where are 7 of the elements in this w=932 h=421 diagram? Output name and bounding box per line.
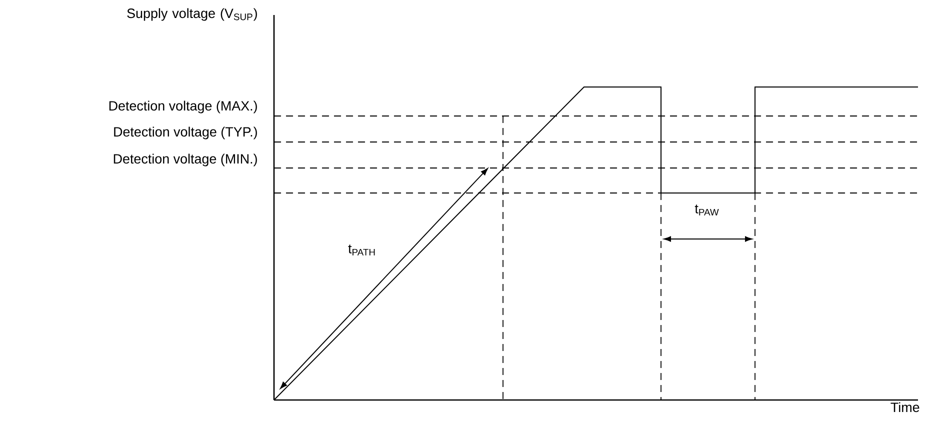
dimension-label: t$_{PATH}$ <box>348 244 375 256</box>
axis-label: Time <box>890 402 920 412</box>
dimension-label: t$_{PAW}$ <box>694 204 719 216</box>
threshold-label: Detection voltage (TYP.) <box>114 126 257 140</box>
threshold-label: Detection voltage (MAX.) <box>109 100 257 114</box>
threshold-label: Detection voltage (MIN.) <box>114 154 257 166</box>
axis-label: Supply voltage (V$_{SUP}$) <box>127 8 257 21</box>
